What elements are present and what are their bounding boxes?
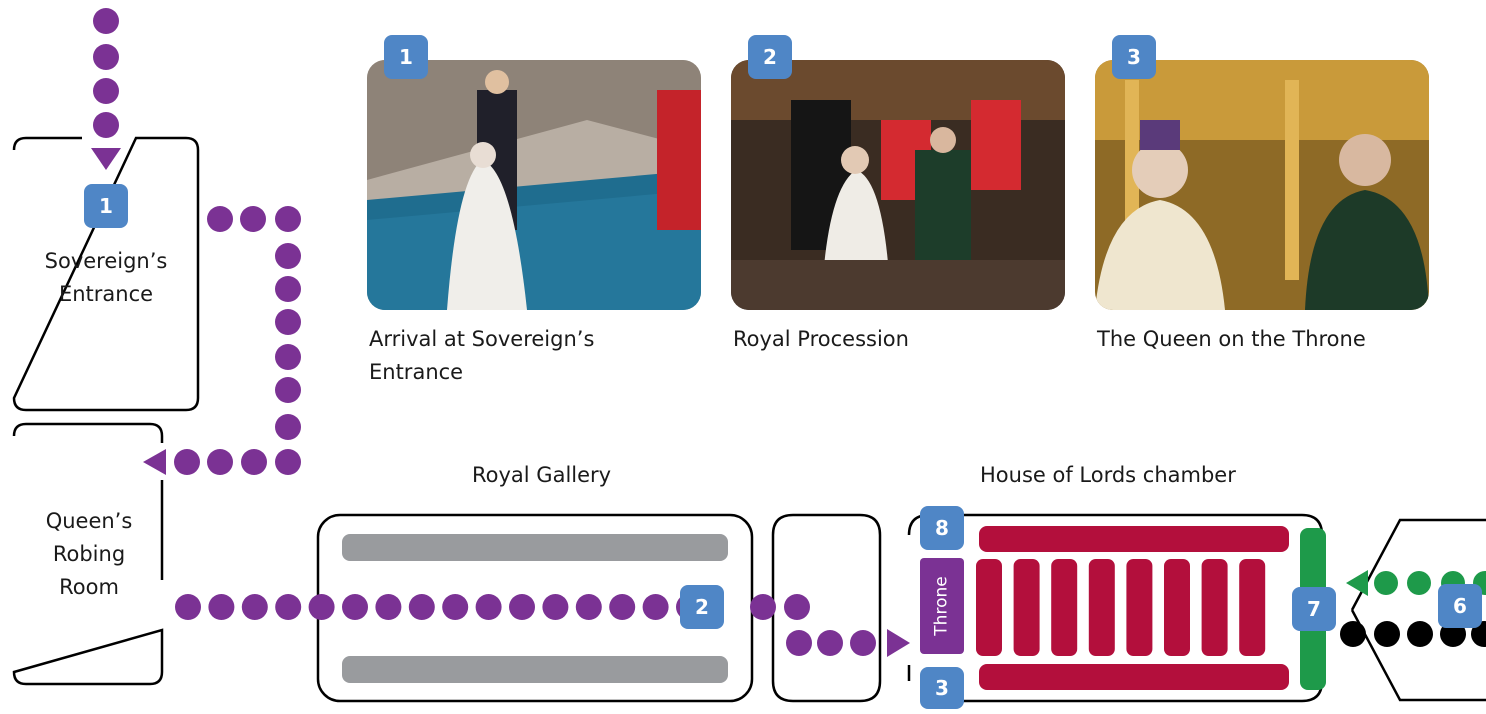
route-dot <box>1374 571 1398 595</box>
chamber-bench <box>1239 559 1266 656</box>
photo-throne <box>1095 60 1429 310</box>
robing-room-label: Queen’s Robing Room <box>14 505 164 604</box>
chamber-bench <box>1013 559 1040 656</box>
route-dot <box>817 630 843 656</box>
arrow-left-green-icon <box>1346 570 1368 596</box>
route-dot <box>750 594 776 620</box>
route-dot <box>93 44 119 70</box>
chamber-bench <box>976 559 1002 656</box>
sovereigns-entrance-line1: Sovereign’s <box>44 249 168 273</box>
route-dot <box>275 344 301 370</box>
gallery-bench-bottom <box>342 656 728 683</box>
route-dot <box>475 594 502 620</box>
arrow-right-icon <box>887 629 910 657</box>
route-dot <box>1340 621 1366 647</box>
chamber-bench-bottom <box>979 664 1289 690</box>
route-dot <box>275 243 301 269</box>
chamber-center-benches <box>976 559 1266 656</box>
chamber-bench <box>1126 559 1153 656</box>
sovereigns-entrance-box <box>12 136 200 412</box>
caption-procession: Royal Procession <box>733 327 909 351</box>
photo-badge-1: 1 <box>384 35 428 79</box>
route-dot <box>275 414 301 440</box>
chamber-bench <box>1164 559 1190 656</box>
route-dot <box>241 594 268 620</box>
robing-room-line2: Robing <box>52 542 126 566</box>
route-dot <box>93 112 119 138</box>
route-dot <box>308 594 335 620</box>
route-dot <box>442 594 469 620</box>
route-dot <box>786 630 812 656</box>
route-dot <box>1407 621 1433 647</box>
royal-gallery-label: Royal Gallery <box>472 463 612 487</box>
gallery-bench-top <box>342 534 728 561</box>
gallery-badge: 2 <box>680 585 724 629</box>
route-dot <box>509 594 535 620</box>
photo-badge-2: 2 <box>748 35 792 79</box>
route-dot <box>609 594 636 620</box>
route-dot <box>642 594 669 620</box>
throne: Throne <box>920 558 964 654</box>
chamber-bench <box>1201 559 1228 656</box>
arrow-down-icon <box>91 148 121 170</box>
robing-room-line3: Room <box>59 575 119 599</box>
lobby-badge: 6 <box>1438 584 1482 628</box>
route-dot <box>207 206 233 232</box>
throne-label: Throne <box>932 576 953 636</box>
route-dot <box>342 594 368 620</box>
arrow-left-icon <box>143 449 166 475</box>
route-dot <box>1374 621 1400 647</box>
route-dot <box>275 206 301 232</box>
route-dot <box>275 449 301 475</box>
route-dot <box>275 309 301 335</box>
route-dot <box>275 377 301 403</box>
route-dot <box>542 594 569 620</box>
route-dot <box>275 594 302 620</box>
caption-arrival: Arrival at Sovereign’s Entrance <box>369 327 595 384</box>
chamber-bench <box>1088 559 1115 656</box>
chamber-bench-top <box>979 526 1289 552</box>
route-dot <box>241 449 267 475</box>
prince-chamber-box <box>771 513 882 703</box>
route-dot <box>850 630 876 656</box>
route-dot <box>408 594 435 620</box>
chamber-bench <box>1051 559 1078 656</box>
chamber-label: House of Lords chamber <box>980 463 1236 487</box>
route-dot <box>207 449 233 475</box>
photo-arrival <box>367 60 701 310</box>
entrance-badge: 1 <box>84 184 128 228</box>
chamber-badge-top: 8 <box>920 506 964 550</box>
sovereigns-entrance-line2: Entrance <box>58 282 154 306</box>
route-dot <box>1407 571 1431 595</box>
photo-badge-3: 3 <box>1112 35 1156 79</box>
route-dot <box>174 449 200 475</box>
robing-room-line1: Queen’s <box>45 509 133 533</box>
route-dot <box>575 594 602 620</box>
route-dot <box>240 206 266 232</box>
route-dot <box>208 594 235 620</box>
route-dot <box>275 276 301 302</box>
chamber-badge-bottom: 3 <box>920 667 964 709</box>
bar-badge: 7 <box>1292 587 1336 631</box>
route-dot <box>93 8 119 34</box>
caption-throne: The Queen on the Throne <box>1097 327 1366 351</box>
route-dot <box>93 78 119 104</box>
robing-room-box <box>12 422 164 686</box>
purple-route-dots <box>93 8 876 656</box>
route-dot <box>175 594 201 620</box>
photo-procession <box>731 60 1065 310</box>
route-dot <box>375 594 402 620</box>
sovereigns-entrance-label: Sovereign’s Entrance <box>14 245 198 311</box>
route-dot <box>784 594 810 620</box>
